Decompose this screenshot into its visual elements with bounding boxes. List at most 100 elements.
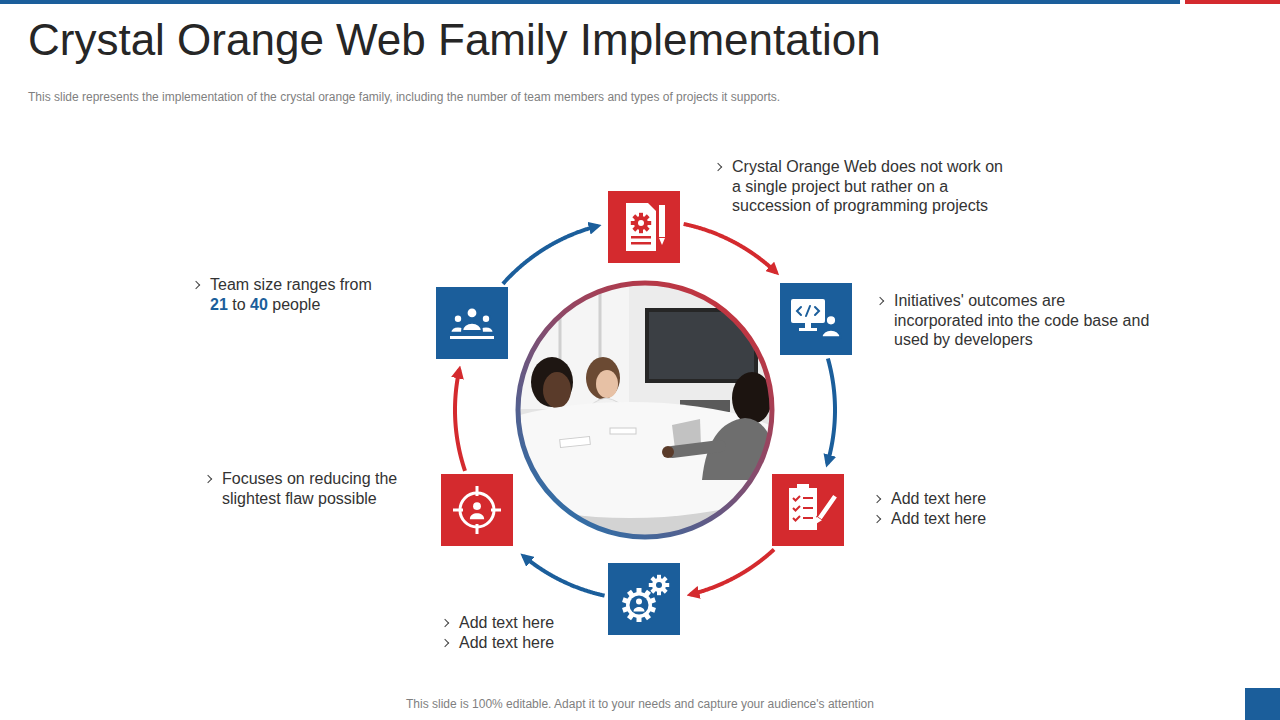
illustration-part — [610, 428, 636, 434]
node-label: Crystal Orange Web does not work on a si… — [732, 158, 1003, 214]
clipboard-clip — [797, 484, 809, 490]
gear-hole — [656, 582, 662, 588]
bullet-chevron — [441, 638, 449, 646]
bullet-chevron — [441, 619, 449, 627]
person-body — [822, 330, 841, 338]
icon-graphic — [608, 191, 680, 263]
bullet-item: Crystal Orange Web does not work on a si… — [714, 157, 1010, 216]
pencil-body — [817, 494, 838, 520]
check-mark — [793, 516, 800, 521]
bullet-item: Add text here — [441, 613, 591, 633]
cycle-arrow — [455, 369, 465, 470]
check-icon — [789, 484, 838, 530]
check-line — [803, 507, 813, 509]
bullet-list: Crystal Orange Web does not work on a si… — [714, 157, 1010, 216]
target-icon — [453, 486, 501, 534]
pencil — [813, 494, 838, 526]
corner-square — [1245, 688, 1280, 720]
monitor-stand — [805, 323, 811, 328]
bullet-chevron — [204, 475, 212, 483]
person-head — [454, 315, 462, 323]
bullet-list: Add text hereAdd text here — [873, 489, 1023, 528]
icon-graphic — [436, 287, 508, 359]
gears-icon — [622, 575, 669, 622]
illustration-part — [531, 357, 573, 407]
pencil-tip — [659, 238, 665, 245]
highlight-number: 40 — [250, 296, 268, 313]
check-line — [803, 497, 813, 499]
person-head — [636, 599, 642, 605]
node-label: Add text here — [891, 510, 986, 527]
highlight-number: 21 — [210, 296, 228, 313]
person-body — [462, 323, 482, 331]
bullet-chevron — [192, 281, 200, 289]
code-icon — [791, 299, 840, 337]
bullet-item: Initiatives' outcomes are incorporated i… — [876, 291, 1156, 350]
icon-graphic — [780, 283, 852, 355]
gear-hole — [630, 596, 649, 615]
icon-box: Add text hereAdd text here — [772, 474, 844, 546]
bullet-list: Team size ranges from 21 to 40 people — [192, 275, 380, 314]
person-body — [634, 607, 645, 612]
doc-icon — [626, 203, 665, 251]
pencil-body — [659, 205, 665, 237]
illustration-part — [543, 372, 571, 408]
node-label: Add text here — [459, 614, 554, 631]
check-mark — [793, 506, 800, 511]
person-head — [482, 315, 490, 323]
node-label: Focuses on reducing the slightest flaw p… — [222, 470, 397, 507]
clipboard — [789, 488, 817, 530]
monitor-screen — [791, 299, 825, 323]
photo-ring — [518, 283, 772, 537]
icon-box: Add text hereAdd text here — [608, 563, 680, 635]
icon-box: Crystal Orange Web does not work on a si… — [608, 191, 680, 263]
check-line — [803, 517, 813, 519]
target-ring — [460, 493, 494, 527]
bullet-item: Add text here — [441, 633, 591, 653]
cycle-arrow — [827, 359, 835, 464]
top-bar — [0, 0, 1180, 4]
team-base — [450, 336, 494, 339]
gear-hole — [638, 220, 644, 226]
crosshair — [453, 486, 501, 534]
document-line — [631, 242, 651, 245]
cycle-arrow — [523, 556, 604, 596]
monitor-base — [799, 328, 817, 331]
illustration-part — [672, 446, 720, 452]
person-head — [467, 308, 478, 319]
gear-body — [634, 216, 648, 230]
node-label: Add text here — [459, 634, 554, 651]
bullet-list: Initiatives' outcomes are incorporated i… — [876, 291, 1156, 350]
bullet-chevron — [873, 514, 881, 522]
slide-title: Crystal Orange Web Family Implementation — [28, 14, 881, 66]
node-label: Team size ranges from 21 to 40 people — [210, 276, 372, 313]
bullet-item: Focuses on reducing the slightest flaw p… — [204, 469, 402, 508]
illustration-part — [586, 357, 620, 399]
person-head — [826, 315, 836, 325]
code-glyph — [797, 306, 819, 316]
icon-box: Initiatives' outcomes are incorporated i… — [780, 283, 852, 355]
person-body — [470, 513, 484, 519]
icon-box: Focuses on reducing the slightest flaw p… — [441, 474, 513, 546]
gear-body — [626, 592, 652, 618]
bullet-item: Team size ranges from 21 to 40 people — [192, 275, 380, 314]
icon-graphic — [441, 474, 513, 546]
node-label: Initiatives' outcomes are incorporated i… — [894, 292, 1149, 348]
bullet-list: Add text hereAdd text here — [441, 613, 591, 652]
check-mark — [793, 496, 800, 501]
bullet-list: Focuses on reducing the slightest flaw p… — [204, 469, 402, 508]
bullet-chevron — [714, 163, 722, 171]
cycle-arrow — [503, 226, 598, 284]
team-icon — [450, 308, 494, 340]
top-bar-accent — [1185, 0, 1280, 4]
node-label: Add text here — [891, 490, 986, 507]
document-shape — [626, 203, 656, 251]
bullet-item: Add text here — [873, 509, 1023, 529]
bullet-chevron — [873, 495, 881, 503]
bullet-item: Add text here — [873, 489, 1023, 509]
bullet-chevron — [876, 297, 884, 305]
gear-body — [652, 578, 666, 592]
person-head — [473, 502, 481, 510]
footer-note: This slide is 100% editable. Adapt it to… — [0, 696, 1280, 712]
